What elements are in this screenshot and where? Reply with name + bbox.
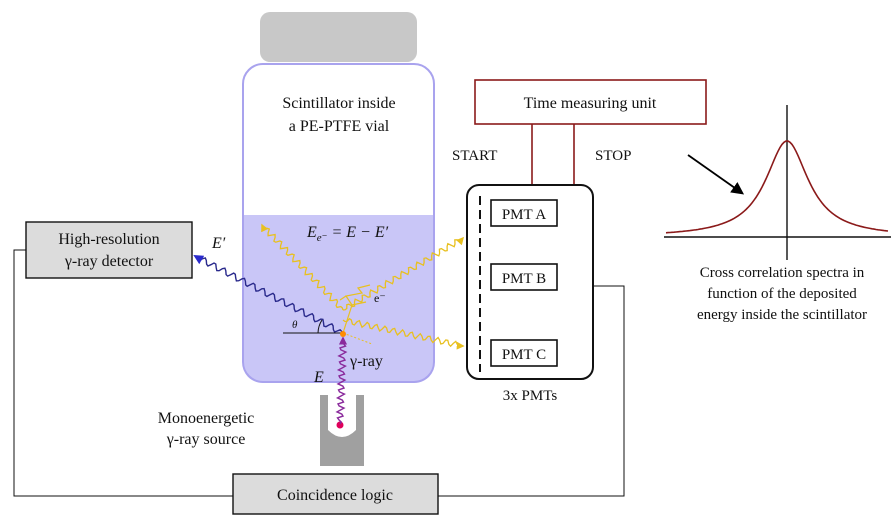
theta-label: θ xyxy=(292,319,298,331)
start-label: START xyxy=(452,148,497,164)
scintillator-liquid xyxy=(243,215,434,382)
spectrum-caption-line3: energy inside the scintillator xyxy=(697,307,867,323)
angle-arc xyxy=(317,319,323,334)
pmt-b-box xyxy=(490,263,558,291)
cross-correlation-curve xyxy=(665,140,889,234)
equation-lhs: E xyxy=(306,224,317,241)
scintillation-light-ray xyxy=(342,317,465,350)
scintillation-light-ray xyxy=(342,236,465,311)
time-measuring-unit-label: Time measuring unit xyxy=(524,95,657,112)
stop-label: STOP xyxy=(595,148,631,164)
pmt-c-label: PMT C xyxy=(502,347,546,363)
pmts-caption: 3x PMTs xyxy=(503,388,558,404)
scintillator-label-line1: Scintillator inside xyxy=(282,95,395,112)
pmt-a-box xyxy=(490,199,558,227)
interaction-point xyxy=(340,331,346,337)
source-label-line2: γ-ray source xyxy=(166,431,246,448)
compton-electron-direction xyxy=(342,332,373,345)
scintillation-light-waves xyxy=(261,223,465,350)
incident-energy-label: E xyxy=(313,369,324,386)
equation-subscript: e⁻ xyxy=(317,232,328,244)
detector-label-line1: High-resolution xyxy=(58,231,159,248)
electron-label: e⁻ xyxy=(374,291,386,305)
pmt-b-label: PMT B xyxy=(502,271,546,287)
scintillation-light-ray xyxy=(261,223,344,311)
gamma-ray-label: γ-ray xyxy=(349,353,383,370)
gamma-detector-box xyxy=(25,221,193,279)
scintillator-label-line2: a PE-PTFE vial xyxy=(289,118,390,135)
electron-track xyxy=(339,284,371,334)
spectrum-caption-line1: Cross correlation spectra in xyxy=(700,265,865,281)
energy-equation: Ee⁻ = E − E′ xyxy=(306,224,389,244)
coincidence-logic-label: Coincidence logic xyxy=(277,487,393,504)
vial-outline xyxy=(242,63,435,383)
source-label-line1: Monoenergetic xyxy=(158,410,255,427)
scattered-energy-label: E′ xyxy=(211,235,226,252)
source-holder xyxy=(320,395,364,466)
detector-to-coincidence-cable xyxy=(13,249,233,497)
vial-cap xyxy=(260,12,417,62)
detector-label-line2: γ-ray detector xyxy=(64,253,154,270)
pmt-a-label: PMT A xyxy=(502,207,546,223)
equation-rhs: = E − E′ xyxy=(327,224,388,241)
pmt-c-box xyxy=(490,339,558,367)
incident-gamma-wave xyxy=(335,336,348,425)
spectrum-pointer-arrow xyxy=(687,154,745,195)
time-measuring-unit-box xyxy=(474,79,707,125)
spectrum-caption-line2: function of the deposited xyxy=(707,286,857,302)
pmt-to-coincidence-cable xyxy=(438,285,625,497)
coincidence-logic-box xyxy=(232,473,439,515)
source-dot xyxy=(336,421,344,429)
scattered-gamma-wave xyxy=(193,255,344,334)
